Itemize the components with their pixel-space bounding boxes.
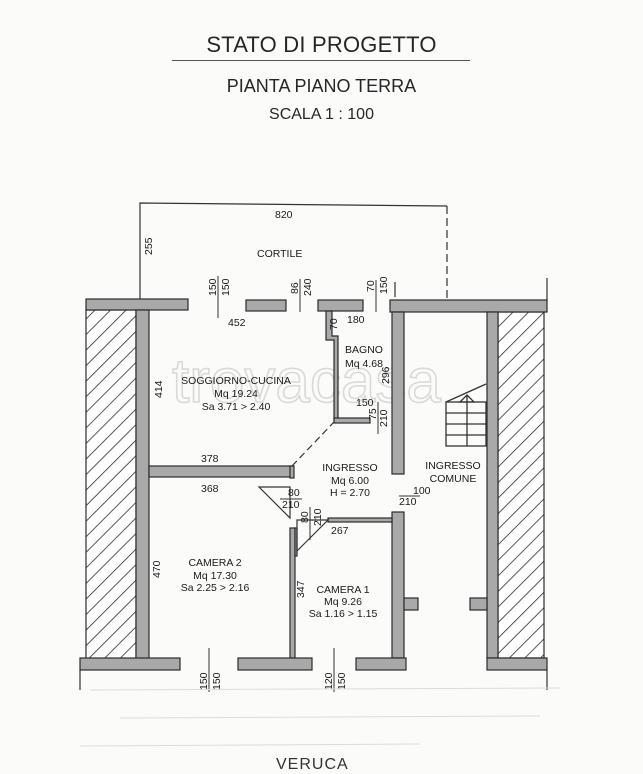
title-underline bbox=[172, 60, 470, 61]
svg-text:H = 2.70: H = 2.70 bbox=[330, 487, 370, 499]
door-swing-camera1 bbox=[296, 519, 330, 553]
room-camera1: CAMERA 1 Mq 9.26 Sa 1.16 > 1.15 bbox=[309, 584, 378, 620]
svg-text:100: 100 bbox=[413, 485, 431, 497]
dim-bagno-depth: 296 bbox=[380, 366, 392, 384]
svg-text:COMUNE: COMUNE bbox=[430, 473, 477, 485]
svg-text:120: 120 bbox=[323, 672, 335, 690]
svg-text:150: 150 bbox=[378, 276, 390, 294]
party-wall-left bbox=[85, 309, 137, 663]
svg-text:210: 210 bbox=[312, 508, 324, 526]
svg-text:INGRESSO: INGRESSO bbox=[425, 460, 480, 472]
opening-door-camera1: 80 210 bbox=[299, 507, 324, 540]
svg-text:Sa 1.16 > 1.15: Sa 1.16 > 1.15 bbox=[309, 608, 378, 620]
staircase-icon bbox=[445, 383, 487, 447]
opening-win-camera2: 150 150 bbox=[198, 648, 223, 692]
drawing-scale: SCALA 1 : 100 bbox=[269, 106, 374, 123]
svg-text:Mq 4.68: Mq 4.68 bbox=[345, 358, 383, 370]
boundary-lines bbox=[79, 670, 548, 690]
door-swing-ingresso bbox=[291, 421, 335, 467]
opening-door-bagno: 75 210 bbox=[367, 402, 390, 434]
opening-win-bagno: 70 150 bbox=[365, 276, 390, 312]
svg-text:Mq 6.00: Mq 6.00 bbox=[331, 475, 369, 487]
opening-door-cortile: 86 240 bbox=[289, 278, 314, 312]
opening-win-camera1: 120 150 bbox=[323, 648, 348, 692]
svg-text:Mq 19.24: Mq 19.24 bbox=[214, 388, 258, 400]
dim-camera1-depth: 347 bbox=[295, 580, 307, 598]
courtyard-label: CORTILE bbox=[257, 248, 302, 260]
dim-camera2-width: 368 bbox=[201, 483, 219, 495]
svg-text:80: 80 bbox=[299, 511, 311, 523]
drawing-subtitle: PIANTA PIANO TERRA bbox=[226, 76, 417, 96]
svg-text:86: 86 bbox=[289, 282, 301, 294]
dim-soggiorno-depth: 414 bbox=[153, 380, 165, 398]
dim-bagno-notch: 70 bbox=[328, 318, 340, 330]
opening-door-camera2: 80 210 bbox=[280, 487, 302, 511]
party-wall-right bbox=[497, 311, 545, 659]
room-ingresso-comune: INGRESSO COMUNE bbox=[425, 460, 480, 485]
svg-text:Sa 2.25 > 2.16: Sa 2.25 > 2.16 bbox=[181, 582, 250, 594]
svg-text:150: 150 bbox=[207, 278, 219, 296]
room-bagno: BAGNO Mq 4.68 bbox=[345, 344, 383, 370]
svg-text:150: 150 bbox=[336, 672, 348, 690]
svg-text:210: 210 bbox=[378, 409, 390, 427]
svg-text:150: 150 bbox=[211, 672, 223, 690]
courtyard-width-dim: 820 bbox=[275, 209, 293, 221]
room-soggiorno: SOGGIORNO-CUCINA Mq 19.24 Sa 3.71 > 2.40 bbox=[181, 375, 291, 413]
courtyard bbox=[139, 202, 548, 302]
svg-text:70: 70 bbox=[365, 280, 377, 292]
room-camera2: CAMERA 2 Mq 17.30 Sa 2.25 > 2.16 bbox=[181, 557, 250, 594]
courtyard-depth-dim: 255 bbox=[143, 237, 155, 255]
svg-text:210: 210 bbox=[282, 499, 300, 511]
opening-win-soggiorno: 150 150 bbox=[207, 276, 232, 318]
dim-soggiorno-bottom: 378 bbox=[201, 453, 219, 465]
footer-partial-text: VERUCA bbox=[276, 756, 349, 773]
walls bbox=[79, 298, 548, 671]
svg-text:75: 75 bbox=[367, 408, 379, 420]
svg-text:150: 150 bbox=[220, 278, 232, 296]
svg-text:CAMERA 1: CAMERA 1 bbox=[316, 584, 369, 596]
opening-door-ingresso: 100 210 bbox=[399, 485, 431, 508]
dim-camera2-depth: 470 bbox=[151, 560, 163, 578]
svg-text:210: 210 bbox=[399, 496, 417, 508]
dim-bagno-width: 180 bbox=[347, 314, 365, 326]
svg-text:Mq 9.26: Mq 9.26 bbox=[324, 596, 362, 608]
svg-text:CAMERA 2: CAMERA 2 bbox=[188, 557, 241, 569]
dim-soggiorno-width: 452 bbox=[228, 317, 246, 329]
dim-camera1-width: 267 bbox=[331, 525, 349, 537]
svg-text:SOGGIORNO-CUCINA: SOGGIORNO-CUCINA bbox=[181, 375, 291, 387]
svg-text:240: 240 bbox=[302, 278, 314, 296]
svg-text:150: 150 bbox=[198, 672, 210, 690]
svg-text:Mq 17.30: Mq 17.30 bbox=[193, 570, 237, 582]
door-swing-camera2 bbox=[257, 486, 291, 520]
room-ingresso: INGRESSO Mq 6.00 H = 2.70 bbox=[322, 462, 377, 499]
svg-text:BAGNO: BAGNO bbox=[345, 344, 383, 356]
scan-noise bbox=[79, 687, 561, 747]
svg-text:Sa 3.71 > 2.40: Sa 3.71 > 2.40 bbox=[202, 401, 271, 413]
svg-text:80: 80 bbox=[288, 487, 300, 499]
dim-bagno-inner: 150 bbox=[356, 397, 374, 409]
svg-text:INGRESSO: INGRESSO bbox=[322, 462, 377, 474]
drawing-title: STATO DI PROGETTO bbox=[206, 32, 437, 57]
